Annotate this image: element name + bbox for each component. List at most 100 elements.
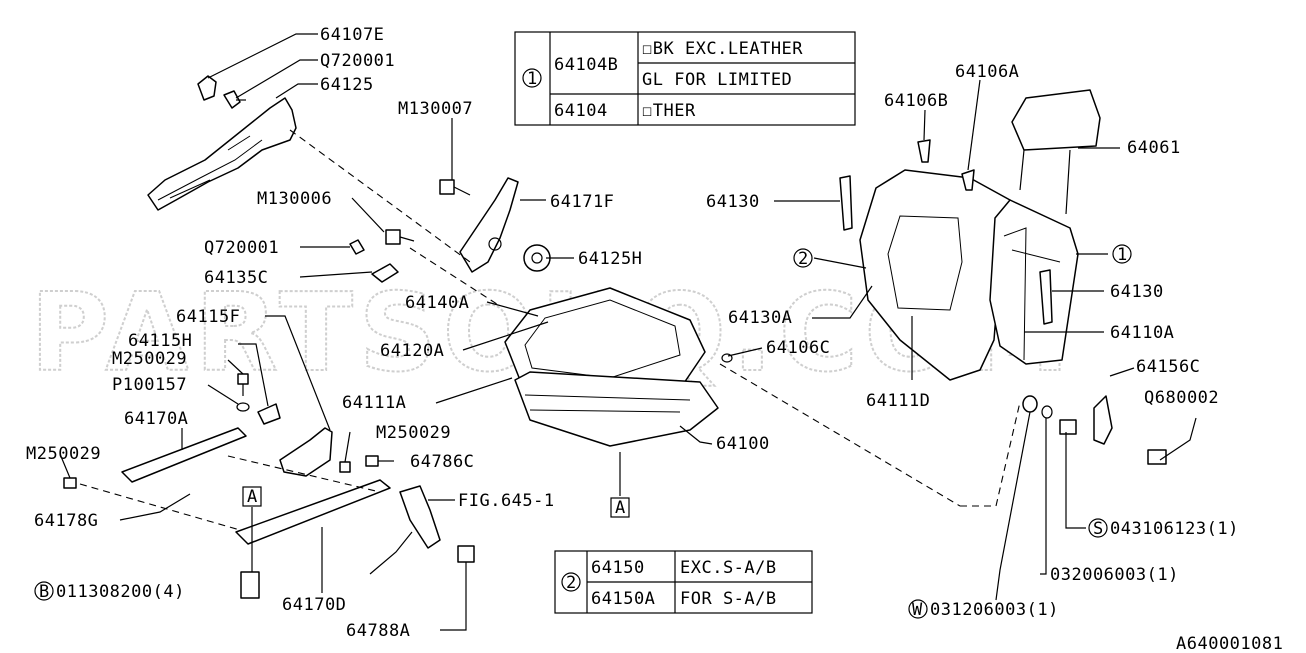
label-m250029-b: M250029 (26, 444, 101, 464)
table-1: 1 64104B ☐BK EXC.LEATHER GL FOR LIMITED … (514, 31, 856, 126)
label-64106A: 64106A (955, 62, 1019, 82)
label-64156C: 64156C (1136, 357, 1200, 377)
table2-part-1: 64150 (591, 558, 645, 578)
diagram-code: A640001081 (1176, 634, 1283, 653)
label-64130-a: 64130 (706, 192, 760, 212)
label-m250029-a: M250029 (112, 349, 187, 369)
label-fig-645-1: FIG.645-1 (458, 491, 555, 511)
ref-1: 1 (1117, 245, 1128, 265)
table1-ref: 1 (527, 69, 538, 89)
label-043106123: 043106123(1) (1110, 519, 1239, 539)
label-64061: 64061 (1127, 138, 1181, 158)
side-cover-64115F (279, 427, 333, 477)
leader-lines (59, 33, 1197, 631)
label-64111D: 64111D (866, 391, 930, 411)
bolt-011308200 (240, 571, 260, 599)
seat-back-frame (989, 199, 1079, 365)
washer-032006003 (1041, 405, 1053, 419)
label-64115H: 64115H (128, 331, 192, 351)
label-m130006: M130006 (257, 189, 332, 209)
slide-rail-64170D (235, 479, 391, 545)
label-64178G: 64178G (34, 511, 98, 531)
bolt-q680002 (1147, 449, 1167, 465)
bolt-043106123 (1059, 419, 1077, 435)
callout-labels: 64107E Q720001 64125 M130007 M130006 641… (26, 25, 1283, 653)
clip-64115H (257, 403, 281, 425)
label-q680002: Q680002 (1144, 388, 1219, 408)
label-032006003: 032006003(1) (1050, 565, 1179, 585)
washer-031206003 (1022, 395, 1038, 413)
clip-64106C (721, 353, 733, 363)
bolt-m250029-c (339, 461, 351, 473)
ref-2: 2 (798, 249, 809, 269)
screw-q720001 (349, 239, 365, 255)
table-2: 2 64150 EXC.S-A/B 64150A FOR S-A/B (554, 550, 813, 614)
washer-p100157 (236, 402, 250, 412)
table1-desc-1: ☐BK EXC.LEATHER (642, 39, 803, 59)
label-64106B: 64106B (884, 91, 948, 111)
ref-a-2: A (615, 498, 626, 518)
label-64100: 64100 (716, 434, 770, 454)
label-64111A: 64111A (342, 393, 406, 413)
label-q720001-a: Q720001 (320, 51, 395, 71)
cap-64788A (457, 545, 475, 563)
label-64125H: 64125H (578, 249, 642, 269)
label-64140A: 64140A (405, 293, 469, 313)
bolt-m250029-b (63, 477, 77, 489)
table2-ref: 2 (566, 573, 577, 593)
label-p100157: P100157 (112, 375, 187, 395)
table2-part-2: 64150A (591, 589, 655, 609)
table1-desc-2: GL FOR LIMITED (642, 70, 792, 90)
cover-cap (197, 75, 217, 101)
ref-w: W (912, 600, 923, 620)
label-64170D: 64170D (282, 595, 346, 615)
table2-desc-1: EXC.S-A/B (680, 558, 777, 578)
bolt-m130007 (439, 179, 471, 196)
buckle (369, 485, 441, 575)
clip-64106B (917, 139, 931, 163)
label-64115F: 64115F (176, 307, 240, 327)
label-64107E: 64107E (320, 25, 384, 45)
label-64170A: 64170A (124, 409, 188, 429)
label-64110A: 64110A (1110, 323, 1174, 343)
trim-64130-right (1039, 269, 1053, 325)
label-64786C: 64786C (410, 452, 474, 472)
label-64135C: 64135C (204, 268, 268, 288)
bolt-m130006 (385, 229, 415, 245)
table1-part-1: 64104B (554, 55, 618, 75)
clip-64106A (961, 169, 975, 191)
headrest (1011, 89, 1101, 215)
label-m130007: M130007 (398, 99, 473, 119)
dashed-lines (79, 129, 1021, 531)
ref-a-box-1 (242, 486, 262, 507)
seat-frame (514, 371, 719, 447)
hinge-64156C (1093, 395, 1113, 445)
bolt-64786C (365, 455, 379, 467)
label-64788A: 64788A (346, 621, 410, 641)
table1-desc-3: ☐THER (642, 101, 696, 121)
ref-s: S (1093, 519, 1104, 539)
table1-part-3: 64104 (554, 101, 608, 121)
ref-b: B (39, 582, 50, 602)
label-64120A: 64120A (380, 341, 444, 361)
label-031206003: 031206003(1) (930, 600, 1059, 620)
label-64130A: 64130A (728, 308, 792, 328)
label-m250029-c: M250029 (376, 423, 451, 443)
label-64171F: 64171F (550, 192, 614, 212)
label-011308200: 011308200(4) (56, 582, 185, 602)
recliner-bracket-64171F (459, 177, 519, 273)
label-64106C: 64106C (766, 338, 830, 358)
label-q720001-b: Q720001 (204, 238, 279, 258)
slide-rail-64170A (121, 427, 247, 483)
trim-64130-left (839, 175, 853, 231)
table2-desc-2: FOR S-A/B (680, 589, 777, 609)
label-64130-b: 64130 (1110, 282, 1164, 302)
clip-64135C (371, 263, 399, 283)
screw-q720001-top (223, 90, 246, 109)
seat-back (859, 169, 1011, 381)
ref-a-box-2 (610, 497, 630, 518)
seat-side-cover (147, 97, 297, 211)
ref-a-1: A (247, 487, 258, 507)
label-64125: 64125 (320, 75, 374, 95)
